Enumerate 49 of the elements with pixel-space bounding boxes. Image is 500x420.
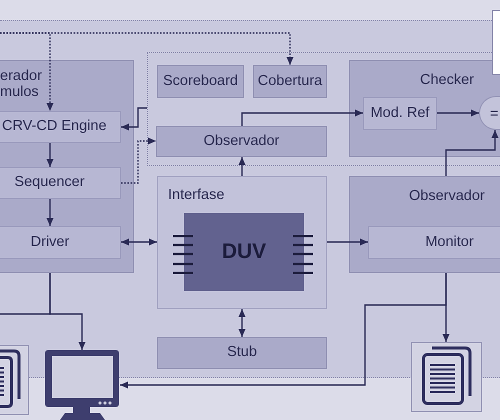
group-panel [0,60,134,273]
process-block [0,167,121,199]
label-text: Observador [204,132,280,151]
dotted-region [147,52,500,166]
arrow [241,110,363,126]
symbol-text: = [490,105,498,124]
arrow [437,110,479,116]
group-panel [349,60,500,157]
arrow [121,107,147,130]
double-arrow [121,238,157,246]
duv-chip [184,213,304,291]
paper-panel [492,10,500,75]
arrow [120,273,447,388]
document-tile [0,345,29,415]
title-text: erador mulos [0,68,43,100]
process-block [157,65,244,98]
label-text: Scoreboard [163,72,238,91]
arrow [327,238,368,246]
label-text: CRV-CD Engine [2,117,107,136]
arrow [238,157,246,176]
label-text: Monitor [425,232,474,252]
arrow [46,199,54,226]
group-panel [349,176,500,273]
arrow [46,143,54,167]
title-text: Checker [420,71,474,90]
label-text: Stub [227,343,257,362]
process-block [368,226,500,259]
process-block [0,226,121,259]
interface-panel [157,176,327,309]
process-block [0,111,121,143]
label-text: Driver [30,232,70,252]
title-text: Interfase [168,186,224,205]
process-block [156,126,327,157]
process-block [157,337,327,369]
label-text: Cobertura [258,72,322,91]
document-tile [411,342,482,412]
connector-line [0,273,51,315]
dotted-arrow [121,138,156,184]
dotted-arrow [0,32,294,65]
process-block [363,97,437,130]
computer-monitor-icon [45,350,120,420]
label-text: Sequencer [14,173,85,192]
arrow [445,130,498,176]
label-text: DUV [222,239,266,266]
process-block [253,65,327,98]
double-arrow [238,309,246,337]
testbench-region [0,20,500,378]
title-text: Observador [409,187,485,206]
label-text: Mod. Ref [370,104,430,123]
